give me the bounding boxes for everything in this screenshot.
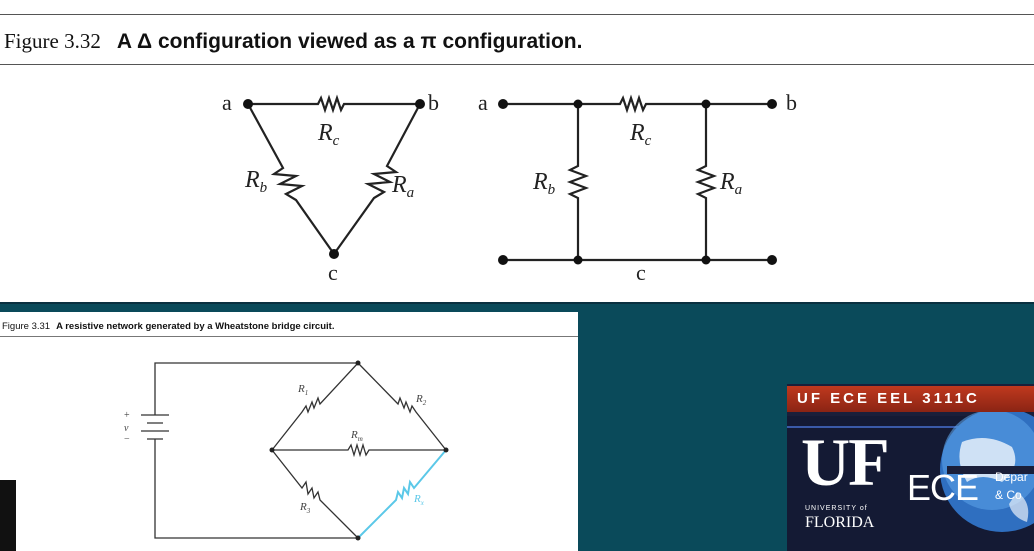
delta-node-c-dot	[329, 249, 339, 259]
pi-node-b-dot	[767, 99, 777, 109]
title-rule	[0, 64, 1034, 65]
wheatstone-bridge-diagram: + − v R1 R2 Rm R3 Rx	[124, 360, 449, 541]
pi-junction-tl	[573, 99, 583, 109]
delta-resistor-ra-label: Ra	[391, 172, 414, 201]
pi-node-b-label: b	[786, 90, 797, 115]
battery-v-label: v	[124, 423, 129, 434]
delta-resistor-rb-label: Rb	[244, 167, 268, 196]
florida-text: FLORIDA	[805, 514, 875, 531]
battery-plates	[141, 414, 169, 440]
figure-332-panel: Figure 3.32 A Δ configuration viewed as a…	[0, 0, 1034, 304]
figure-332-title: Figure 3.32 A Δ configuration viewed as a…	[4, 29, 582, 54]
bridge-wire-bottom	[154, 447, 358, 539]
bridge-wire-top	[154, 362, 358, 415]
figure-332-number: Figure 3.32	[4, 29, 101, 53]
presenter-edge	[0, 480, 16, 551]
pi-wire-right	[694, 104, 718, 260]
globe-icon	[787, 412, 1034, 551]
course-strip: UF ECE EEL 3111C	[787, 386, 1034, 412]
pi-node-br-dot	[767, 255, 777, 265]
bridge-wire-rm	[272, 442, 446, 458]
resistor-r3-label: R3	[299, 501, 311, 515]
delta-node-a-dot	[243, 99, 253, 109]
department-line-1: Depar	[995, 470, 1028, 484]
figure-331-rule	[0, 336, 578, 337]
figure-331-title: Figure 3.31 A resistive network generated…	[2, 321, 334, 332]
delta-node-c-label: c	[328, 260, 338, 285]
pi-node-bl-dot	[498, 255, 508, 265]
resistor-rm-label: Rm	[350, 429, 363, 443]
uf-logo-text: UF	[801, 424, 890, 500]
delta-wire-top	[248, 94, 420, 114]
bridge-wire-r3	[271, 449, 359, 539]
pi-wire-top	[503, 94, 772, 114]
pi-node-a-label: a	[478, 90, 488, 115]
bridge-node-bottom	[355, 535, 361, 541]
department-line-2: & Co	[995, 488, 1022, 502]
pi-resistor-rb-label: Rb	[532, 169, 556, 198]
figure-331-panel: Figure 3.31 A resistive network generated…	[0, 312, 578, 551]
pi-node-c-label: c	[636, 260, 646, 285]
delta-wire-left	[247, 103, 335, 255]
figure-331-caption: A resistive network generated by a Wheat…	[56, 321, 335, 332]
uf-ece-banner: UF ECE EEL 3111C UF ECE UNIVERSITY of FL…	[787, 384, 1034, 551]
bridge-wire-r2	[357, 362, 447, 451]
figure-331-number: Figure 3.31	[2, 321, 51, 332]
university-of-text: UNIVERSITY of	[805, 505, 868, 512]
top-rule	[0, 14, 1034, 15]
battery-plus-label: +	[124, 410, 130, 421]
ece-logo-text: ECE	[907, 467, 979, 508]
pi-resistor-ra-label: Ra	[719, 169, 742, 198]
bridge-node-right	[443, 447, 449, 453]
pi-node-a-dot	[498, 99, 508, 109]
pi-junction-br	[701, 255, 711, 265]
bridge-wire-r1	[271, 362, 359, 451]
delta-node-b-label: b	[428, 90, 439, 115]
delta-node-a-label: a	[222, 90, 232, 115]
delta-resistor-rc-label: Rc	[317, 120, 340, 149]
bridge-node-left	[269, 447, 275, 453]
bridge-node-top	[355, 360, 361, 366]
pi-wire-left	[566, 104, 590, 260]
pi-junction-tr	[701, 99, 711, 109]
resistor-r1-label: R1	[297, 383, 308, 397]
bridge-wire-rx-highlight	[357, 449, 447, 539]
resistor-r2-label: R2	[415, 393, 427, 407]
delta-pi-diagram: a b c a b c Rc Rb Ra Rc Rb Ra	[222, 90, 797, 285]
battery-minus-label: −	[124, 434, 130, 445]
pi-resistor-rc-label: Rc	[629, 120, 652, 149]
delta-wire-right	[333, 103, 421, 255]
figure-332-caption: A Δ configuration viewed as a π configur…	[116, 30, 583, 53]
delta-node-b-dot	[415, 99, 425, 109]
pi-junction-bl	[573, 255, 583, 265]
resistor-rx-label: Rx	[413, 493, 425, 507]
